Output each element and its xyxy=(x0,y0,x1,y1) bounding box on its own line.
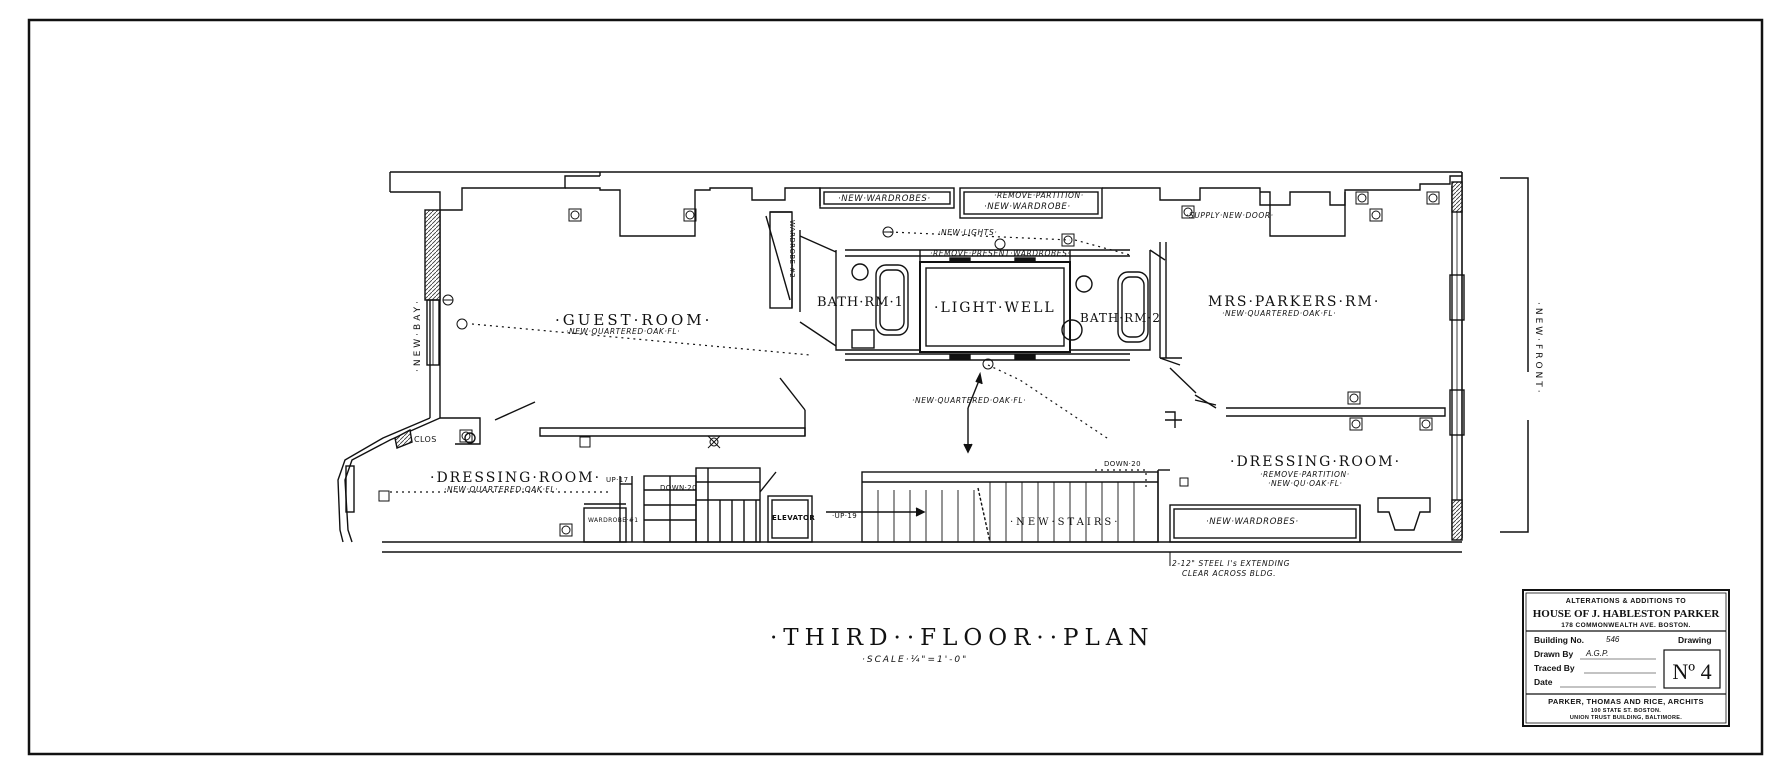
new-wardrobe-top-label: ·NEW·WARDROBE· xyxy=(984,202,1071,212)
guest-floor-note: ·NEW·QUARTERED·OAK·FL· xyxy=(566,327,680,336)
light-fixtures xyxy=(378,191,1440,537)
plan-labels: ·GUEST·ROOM· ·NEW·QUARTERED·OAK·FL· BATH… xyxy=(413,191,1543,578)
architect-firm: PARKER, THOMAS AND RICE, ARCHITS xyxy=(1548,697,1704,706)
chimney-left xyxy=(565,187,736,237)
up-19-label: ·UP·19 xyxy=(832,512,857,520)
new-wardrobes-top xyxy=(819,187,955,209)
bath2-walls xyxy=(1069,250,1151,351)
down-20-right-label: DOWN·20 xyxy=(1104,460,1141,468)
stair-down-20-left xyxy=(695,467,761,543)
closet-label: CLOS xyxy=(414,435,437,444)
traced-by-label: Traced By xyxy=(1534,663,1575,673)
remove-partition-right-label: ·REMOVE·PARTITION· xyxy=(1260,470,1350,479)
wardrobe-1 xyxy=(583,507,627,543)
dressing-right-floor-note: ·NEW·QU·OAK·FL· xyxy=(1268,479,1343,488)
bath2-label: BATH·RM·2 xyxy=(1080,311,1161,325)
elevator-label: ELEVATOR xyxy=(772,514,815,522)
mrs-parkers-room-label: MRS·PARKERS·RM· xyxy=(1208,294,1380,310)
new-lights-label: ·NEW·LIGHTS· xyxy=(938,228,997,237)
up-17-label: UP·17 xyxy=(606,476,628,484)
drawing-title: ·THIRD··FLOOR··PLAN xyxy=(770,625,1155,651)
title-block-header: ALTERATIONS & ADDITIONS TO xyxy=(1566,598,1687,605)
wardrobe-2-label: WARDROBE·#2 xyxy=(788,220,796,278)
elevator-shaft xyxy=(767,495,813,543)
drawn-by-label: Drawn By xyxy=(1534,649,1573,659)
mrs-parkers-floor-note: ·NEW·QUARTERED·OAK·FL· xyxy=(1222,309,1336,318)
dressing-room-right-label: ·DRESSING·ROOM· xyxy=(1230,454,1401,470)
remove-partition-top-label: ·REMOVE·PARTITION· xyxy=(994,191,1084,200)
extending-beams-line-1: 2-12" STEEL I's EXTENDING xyxy=(1172,559,1290,568)
firm-address-2: UNION TRUST BUILDING, BALTIMORE. xyxy=(1570,715,1682,721)
sheet-border xyxy=(27,18,1764,756)
drawing-number: Nº 4 xyxy=(1672,659,1711,684)
title-block-address: 178 COMMONWEALTH AVE. BOSTON. xyxy=(1561,622,1690,629)
new-stairs-label: ·NEW·STAIRS· xyxy=(1010,517,1120,528)
new-wardrobe-top xyxy=(959,187,1103,219)
new-wardrobes-bottom-label: ·NEW·WARDROBES· xyxy=(1206,517,1299,527)
date-label: Date xyxy=(1534,677,1553,687)
new-bay-label: ·NEW·BAY· xyxy=(413,298,423,372)
firm-address-1: 100 STATE ST. BOSTON. xyxy=(1591,708,1661,714)
wardrobe-1-label: WARDROBE·#1 xyxy=(588,517,638,524)
dressing-room-left-label: ·DRESSING·ROOM· xyxy=(430,470,601,486)
drawing-label: Drawing xyxy=(1678,635,1712,645)
remove-wardrobes-label: ·REMOVE·PRESENT·WARDROBES· xyxy=(930,249,1070,258)
title-block: ALTERATIONS & ADDITIONS TO HOUSE OF J. H… xyxy=(1522,589,1730,727)
floor-plan xyxy=(337,171,1465,553)
chimney-right xyxy=(1260,191,1346,237)
new-wardrobes-top-label: ·NEW·WARDROBES· xyxy=(838,194,931,204)
drawing-scale: ·SCALE·¼"=1'-0" xyxy=(862,655,968,665)
building-no-label: Building No. xyxy=(1534,635,1584,645)
supply-new-door-label: ·SUPPLY·NEW·DOOR· xyxy=(1186,211,1274,220)
down-20-left-label: DOWN·20 xyxy=(660,484,697,492)
bath1-label: BATH·RM·1 xyxy=(817,295,904,310)
hall-floor-note: ·NEW·QUARTERED·OAK·FL· xyxy=(912,396,1026,405)
new-front-bracket xyxy=(1500,177,1529,533)
drawn-by-value: A.G.P. xyxy=(1585,649,1609,658)
new-front-label: ·NEW·FRONT· xyxy=(1533,302,1543,396)
extending-beams-line-2: CLEAR ACROSS BLDG. xyxy=(1182,569,1276,578)
dressing-left-floor-note: ·NEW·QUARTERED·OAK·FL· xyxy=(444,485,558,494)
title-block-house: HOUSE OF J. HABLESTON PARKER xyxy=(1533,608,1721,620)
guest-room-label: ·GUEST·ROOM· xyxy=(555,311,712,329)
light-well-label: ·LIGHT·WELL xyxy=(934,300,1056,316)
building-no-value: 546 xyxy=(1606,635,1620,644)
